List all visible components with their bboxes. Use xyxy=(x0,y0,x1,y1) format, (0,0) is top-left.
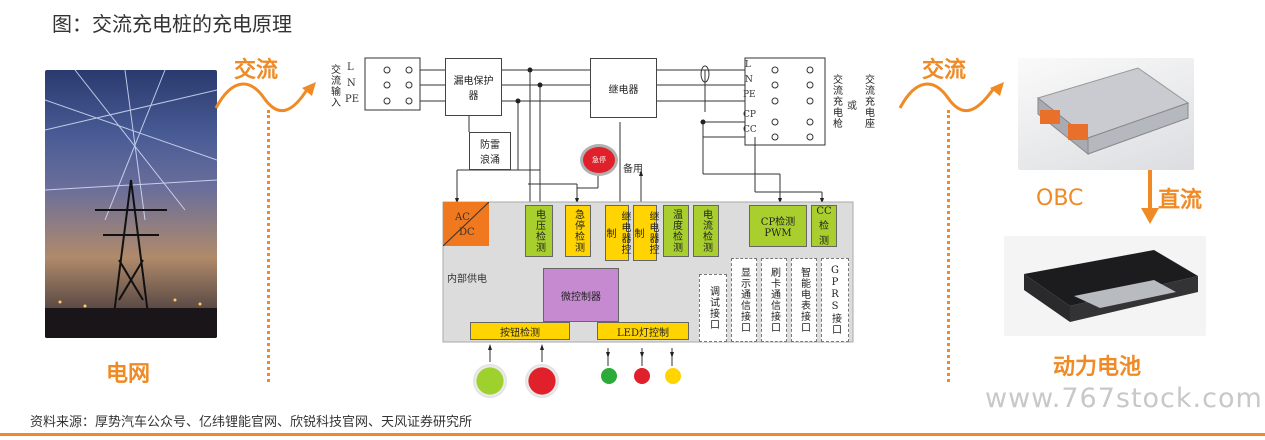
battery-label: 动力电池 xyxy=(1053,355,1142,380)
page-title: 图：交流充电桩的充电原理 xyxy=(52,12,292,36)
internal-power-label: 内部供电 xyxy=(447,274,487,285)
bottom-rule xyxy=(0,433,1265,436)
line-out-n: N xyxy=(745,75,753,85)
red-led-icon xyxy=(634,368,650,384)
surge-protector: 防雷浪涌 xyxy=(469,132,511,170)
ac-label-left: 交流 xyxy=(234,58,279,83)
power-tower-icon xyxy=(45,70,217,338)
ac-wave-right-icon xyxy=(898,82,1004,113)
cc-detect-module: CC检测 xyxy=(811,205,837,247)
smart-meter-interface: 智能电表接口 xyxy=(791,258,817,342)
battery-image xyxy=(1004,236,1206,336)
line-in-pe: PE xyxy=(345,94,360,105)
obc-label: OBC xyxy=(1036,186,1084,211)
estop-detect-module: 急停检测 xyxy=(565,205,591,257)
spare-label: 备用 xyxy=(623,164,643,175)
led-control-module: LED灯控制 xyxy=(597,322,689,340)
stop-button-icon xyxy=(525,364,559,398)
yellow-led-icon xyxy=(665,368,681,384)
divider-left xyxy=(267,110,270,382)
dc-arrow-down-icon xyxy=(1141,170,1159,224)
ac-wave-left-icon xyxy=(214,82,316,113)
green-led-icon xyxy=(601,368,617,384)
key-detect-module: 按钮检测 xyxy=(470,322,570,340)
voltage-detect-module: 电压检测 xyxy=(525,205,553,257)
line-out-cc: CC xyxy=(743,125,757,135)
leak-protector: 漏电保护器 xyxy=(445,58,502,116)
input-label: 交流输入 xyxy=(328,64,340,108)
card-comm-interface: 刷卡通信接口 xyxy=(761,258,787,342)
obc-image xyxy=(1018,58,1194,170)
start-button-icon xyxy=(473,364,507,398)
out-label-gun: 交流充电枪 xyxy=(830,73,842,129)
acdc-converter: AC DC xyxy=(443,202,489,246)
current-detect-module: 电流检测 xyxy=(693,205,719,257)
relay-control-module-1: 继电器控制 xyxy=(604,205,630,261)
display-comm-interface: 显示通信接口 xyxy=(731,258,757,342)
line-out-cp: CP xyxy=(743,110,756,120)
source-note: 资料来源：厚势汽车公众号、亿纬锂能官网、欣锐科技官网、天风证券研究所 xyxy=(30,415,473,430)
power-grid-image xyxy=(45,70,217,338)
divider-right xyxy=(947,110,950,382)
out-label-or: 或 xyxy=(847,101,857,112)
line-in-n: N xyxy=(347,78,356,89)
debug-interface: 调试接口 xyxy=(699,274,727,342)
relay-control-module-2: 继电器控制 xyxy=(632,205,658,261)
relay: 继电器 xyxy=(590,58,657,118)
gprs-interface: GPRS接口 xyxy=(821,258,849,342)
watermark: www.767stock.com xyxy=(985,383,1263,414)
estop-button-icon: 急停 xyxy=(580,144,618,176)
line-out-l: L xyxy=(745,60,751,70)
charging-circuit-diagram: 交流输入 L N PE 漏电保护器 防雷浪涌 继电器 急停 备用 AC DC 内… xyxy=(325,52,895,410)
ac-label-right: 交流 xyxy=(922,58,967,83)
temperature-detect-module: 温度检测 xyxy=(663,205,689,257)
grid-label: 电网 xyxy=(106,362,151,387)
out-label-socket: 交流充电座 xyxy=(862,73,874,129)
mcu: 微控制器 xyxy=(543,268,619,322)
cp-pwm-module: CP检测PWM xyxy=(749,205,807,247)
line-in-l: L xyxy=(347,62,354,73)
line-out-pe: PE xyxy=(743,90,756,100)
dc-label: 直流 xyxy=(1158,188,1203,213)
